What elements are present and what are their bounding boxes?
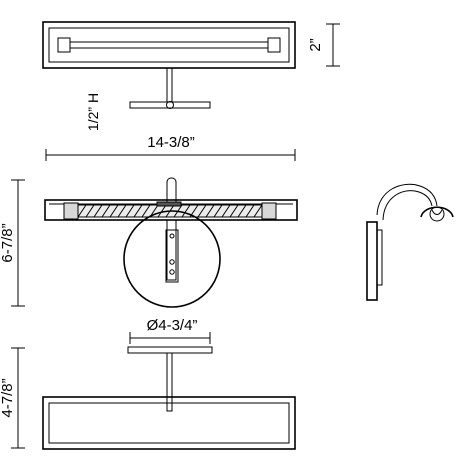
dim-backplate-diameter-label: Ø4-3/4” [147, 317, 198, 334]
bottom-view-inner-frame [48, 402, 290, 444]
front-view-center-bracket [156, 201, 182, 207]
bottom-view [42, 346, 296, 450]
dim-height-bottom-label: 4-7/8” [0, 378, 16, 417]
dim-height-side-label: 6-7/8” [0, 223, 16, 262]
dim-arm-offset: 1/2” H [85, 93, 101, 131]
dim-arm-offset-label: 1/2” H [85, 93, 101, 131]
side-view [366, 183, 454, 301]
front-view-left-socket [63, 202, 79, 220]
bottom-view-mount-bar [127, 346, 213, 354]
side-view-shade [420, 206, 454, 218]
top-view-right-endcap [267, 37, 281, 53]
front-view-mount-strap [165, 229, 179, 283]
side-view-mount-block [376, 229, 383, 286]
side-view-arm-outer [376, 183, 438, 216]
front-view-right-socket [261, 202, 277, 220]
dim-height-side: 6-7/8” [0, 179, 25, 307]
top-view-left-endcap [57, 37, 71, 53]
side-view-lamp-head [429, 206, 445, 222]
bottom-view-arm [166, 352, 173, 412]
top-view-arm [166, 67, 173, 103]
dim-backplate-diameter: Ø4-3/4” [129, 317, 211, 344]
bottom-view-outer-frame [42, 396, 296, 450]
top-view-mount-knob [166, 101, 174, 109]
dim-height-top: 2” [307, 23, 340, 67]
front-view-screw-top [169, 233, 175, 239]
dim-width-label: 14-3/8” [147, 134, 195, 151]
side-view-arm-inner [382, 190, 433, 221]
top-view-inner-frame [48, 27, 290, 63]
top-view-outer-frame [42, 21, 296, 69]
dim-width: 14-3/8” [45, 134, 296, 161]
top-view-mount-bar [129, 101, 211, 109]
front-view-screw-mid [169, 259, 175, 265]
front-view-backplate [123, 210, 221, 308]
front-view-arm-lower [166, 219, 177, 281]
front-view [44, 177, 298, 308]
dim-height-top-label: 2” [307, 38, 324, 51]
side-view-backplate [366, 221, 378, 301]
dim-height-bottom: 4-7/8” [0, 347, 25, 449]
side-view-lamp-detail [431, 209, 443, 215]
top-view [42, 21, 296, 109]
front-view-screw-low [169, 269, 175, 275]
